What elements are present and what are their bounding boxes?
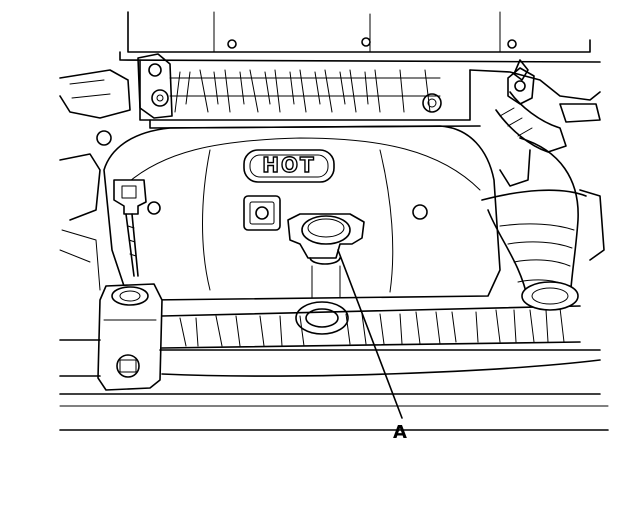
leader-line (337, 249, 403, 419)
radiator-support (59, 305, 609, 431)
engine-cover: HOT (103, 125, 501, 301)
hot-warning-label: HOT (262, 153, 315, 177)
upper-radiator-hose (481, 91, 605, 311)
callout-label-a: A (393, 422, 407, 443)
engine-mount-bracket (97, 283, 163, 391)
left-engine-area (59, 69, 131, 291)
oil-filler-neck (295, 265, 349, 335)
intake-manifold (119, 11, 601, 129)
oil-filler-cap (287, 213, 365, 265)
callout-a: A (337, 249, 407, 443)
oil-dipstick (113, 179, 161, 277)
hose-clamp (507, 67, 535, 105)
